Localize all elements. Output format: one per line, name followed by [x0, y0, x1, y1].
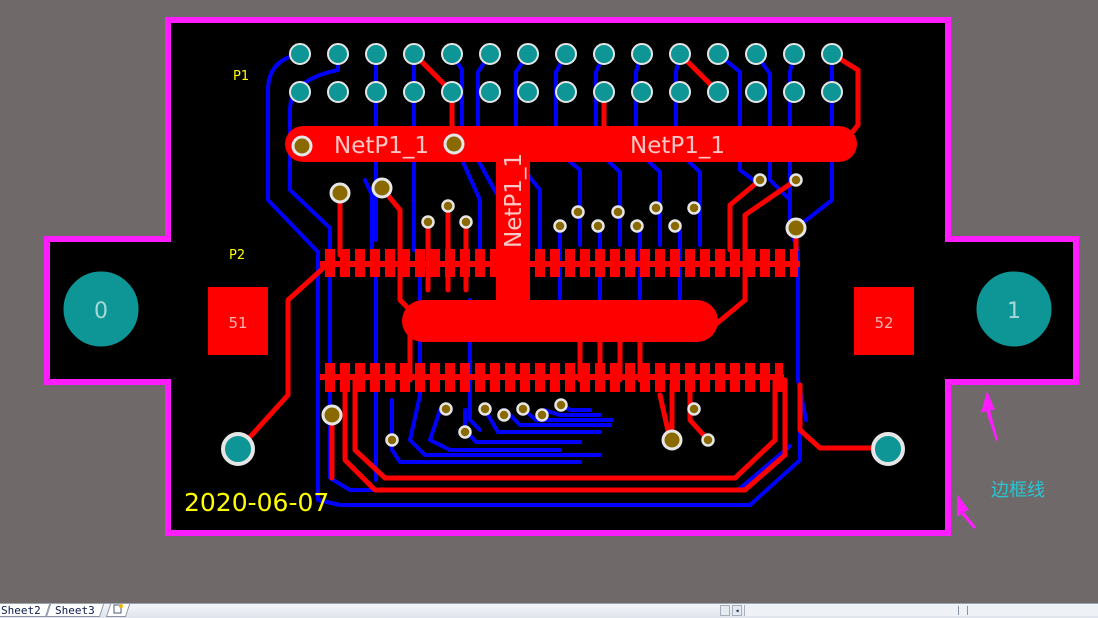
power-net-copper	[285, 126, 857, 342]
pad-52	[854, 287, 914, 355]
net-label-right: NetP1_1	[630, 133, 725, 159]
board-date: 2020-06-07	[184, 488, 329, 517]
mount-hole-left-label: 0	[94, 299, 108, 324]
tab-sheet3[interactable]: Sheet3	[45, 604, 104, 617]
arrow-up-icon	[981, 391, 998, 441]
header-p1-pads	[289, 43, 843, 103]
designator-p2: P2	[229, 248, 245, 263]
mount-hole-left-pad	[62, 270, 140, 348]
horizontal-scrollbar[interactable]	[744, 605, 1098, 616]
connector-p2-top-pads	[320, 249, 800, 277]
sheet-tab-bar: Sheet2 Sheet3 ◂	[0, 603, 1098, 618]
sheet-tab-icon	[113, 604, 123, 617]
mount-hole-right-label: 1	[1007, 299, 1021, 324]
mount-hole-right-pad	[975, 270, 1053, 348]
pad-51	[208, 287, 268, 355]
lower-through-hole-pads	[221, 432, 905, 466]
net-label-vertical: NetP1_1	[501, 153, 527, 248]
pad-52-label: 52	[874, 314, 893, 332]
small-vias	[385, 173, 803, 447]
connector-p2-bottom-pads	[320, 363, 784, 392]
pcb-view[interactable]: 0 1 51 52 NetP1_1 NetP1_1 NetP1_1 P1 P2 …	[0, 0, 1098, 603]
vias	[291, 133, 807, 451]
scroll-thumb-grip[interactable]	[958, 606, 968, 615]
net-label-left: NetP1_1	[334, 133, 429, 159]
insert-sheet-tab[interactable]	[105, 604, 131, 617]
pad-51-label: 51	[228, 314, 247, 332]
arrow-up-icon	[957, 494, 976, 529]
tab-sheet2[interactable]: Sheet2	[0, 604, 50, 617]
outline-annotation-label: 边框线	[991, 480, 1045, 501]
designator-p1: P1	[233, 69, 249, 84]
scroll-split-handle[interactable]	[720, 605, 730, 616]
scroll-left-button[interactable]: ◂	[732, 605, 742, 616]
